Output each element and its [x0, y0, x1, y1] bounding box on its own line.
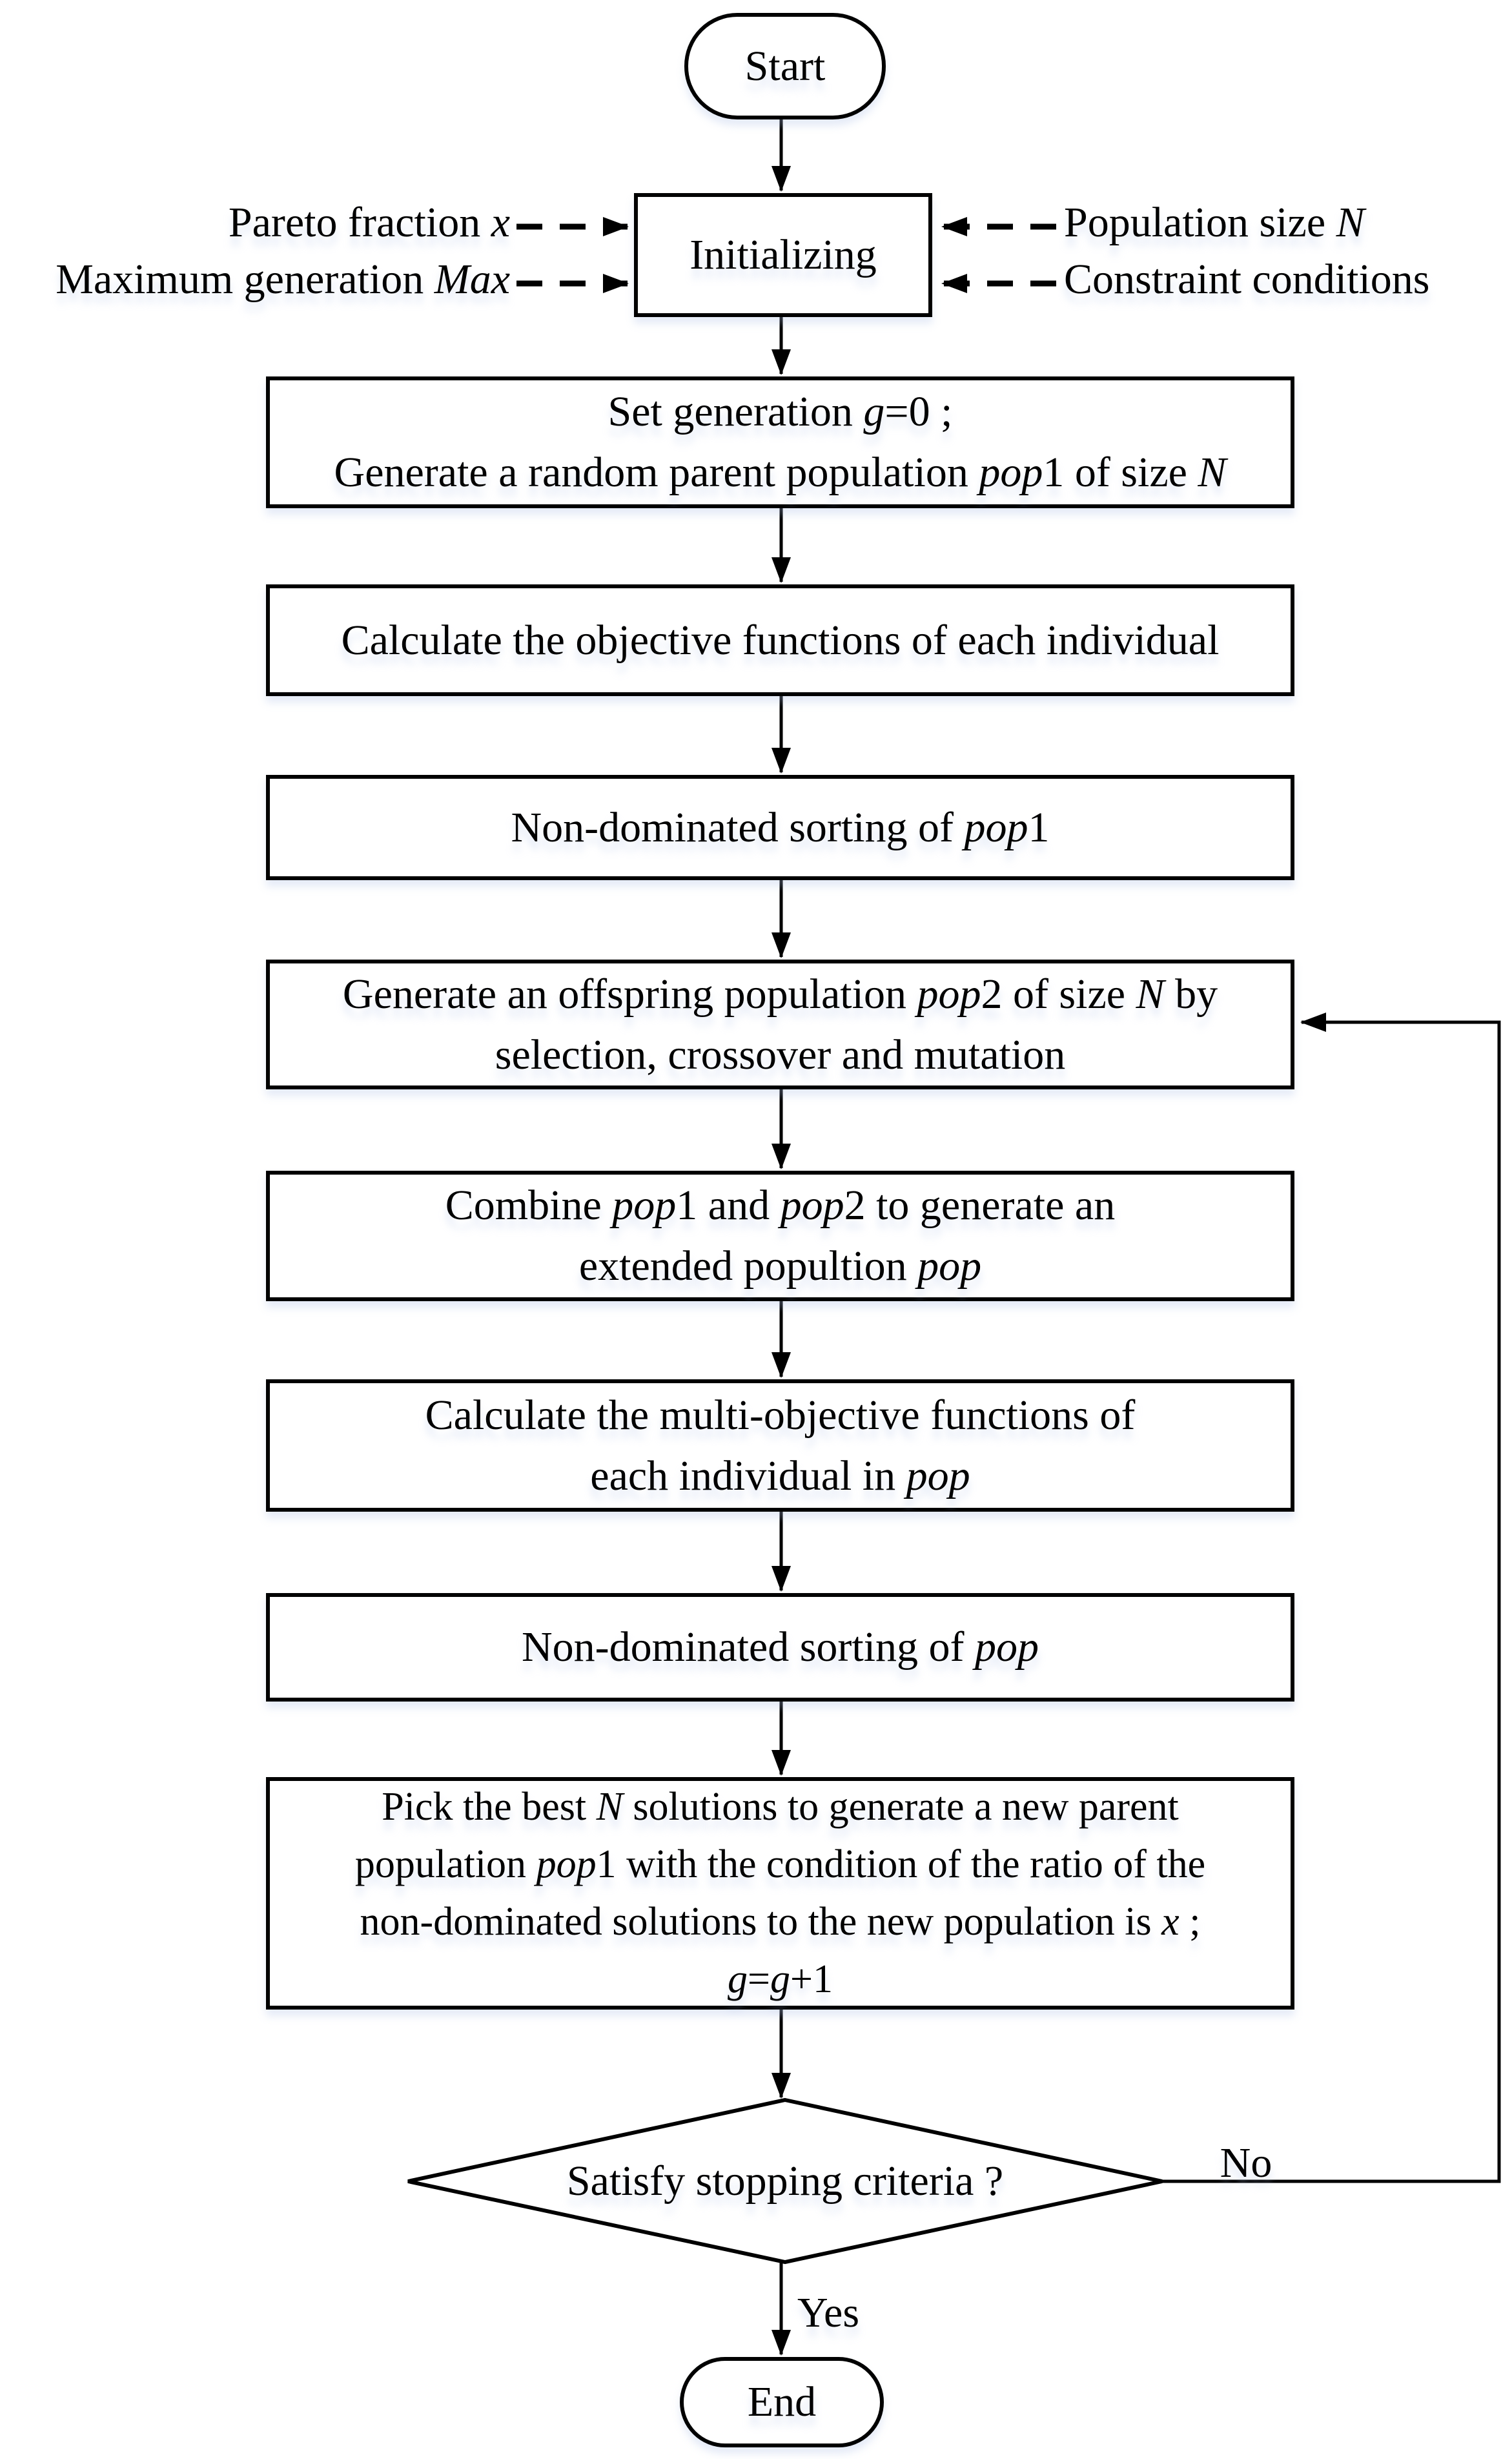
- process-calc-objective: Calculate the objective functions of eac…: [266, 584, 1294, 696]
- edge-label-no-text: No: [1220, 2139, 1272, 2186]
- feedback-no-loop: [1162, 1013, 1501, 2183]
- decision-label: Satisfy stopping criteria ?: [462, 2150, 1108, 2212]
- process-nds-pop1-label: Non-dominated sorting of pop1: [511, 803, 1050, 851]
- decision-diamond: [407, 2097, 1163, 2265]
- process-set-generation: Set generation g=0 ; Generate a random p…: [266, 376, 1294, 508]
- process-nds-pop1: Non-dominated sorting of pop1: [266, 775, 1294, 880]
- terminal-end-label: End: [747, 2378, 817, 2425]
- process-calc-objective-label: Calculate the objective functions of eac…: [341, 616, 1220, 664]
- terminal-start-label: Start: [744, 42, 826, 90]
- label-max-generation: Maximum generation Max: [16, 249, 510, 311]
- process-initializing-label: Initializing: [690, 231, 877, 278]
- decision-label-text: Satisfy stopping criteria ?: [566, 2157, 1004, 2205]
- label-constraint-conditions: Constraint conditions: [1064, 249, 1503, 311]
- edge-label-no: No: [1181, 2135, 1311, 2192]
- edge-label-yes-text: Yes: [797, 2289, 860, 2336]
- process-combine: Combine pop1 and pop2 to generate an ext…: [266, 1171, 1294, 1301]
- label-population-size: Population size N: [1064, 192, 1503, 254]
- label-population-size-text: Population size N: [1064, 199, 1365, 246]
- process-calc-multiobjective: Calculate the multi-objective functions …: [266, 1379, 1294, 1512]
- label-pareto-fraction: Pareto fraction x: [16, 192, 510, 254]
- label-constraint-conditions-text: Constraint conditions: [1064, 256, 1430, 303]
- process-nds-pop: Non-dominated sorting of pop: [266, 1593, 1294, 1702]
- process-pick-best: Pick the best N solutions to generate a …: [266, 1777, 1294, 2010]
- label-pareto-fraction-text: Pareto fraction x: [228, 199, 510, 246]
- process-pick-best-label: Pick the best N solutions to generate a …: [354, 1785, 1206, 2001]
- process-set-generation-label: Set generation g=0 ; Generate a random p…: [334, 388, 1227, 496]
- process-combine-label: Combine pop1 and pop2 to generate an ext…: [445, 1182, 1116, 1290]
- process-nds-pop-label: Non-dominated sorting of pop: [521, 1623, 1039, 1671]
- label-max-generation-text: Maximum generation Max: [56, 256, 510, 303]
- terminal-end: End: [680, 2357, 884, 2447]
- process-initializing: Initializing: [634, 193, 932, 317]
- process-calc-multiobjective-label: Calculate the multi-objective functions …: [425, 1391, 1136, 1499]
- edge-label-yes: Yes: [797, 2285, 991, 2341]
- process-gen-offspring-label: Generate an offspring population pop2 of…: [342, 970, 1218, 1078]
- terminal-start: Start: [684, 13, 886, 119]
- process-gen-offspring: Generate an offspring population pop2 of…: [266, 960, 1294, 1089]
